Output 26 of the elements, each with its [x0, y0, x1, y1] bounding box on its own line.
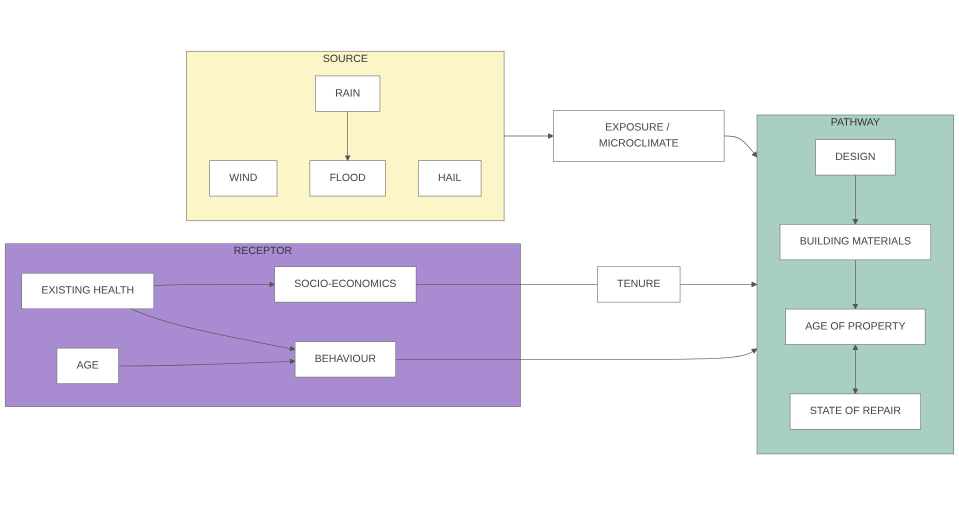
node-box: EXPOSURE / MICROCLIMATE	[553, 110, 724, 162]
arrow	[395, 348, 758, 360]
node-box: DESIGN	[815, 140, 896, 176]
arrow	[504, 134, 554, 140]
node-box: RAIN	[315, 76, 380, 112]
arrow	[118, 358, 296, 367]
node-box: HAIL	[418, 160, 482, 197]
node-box: BEHAVIOUR	[294, 342, 396, 378]
arrow	[852, 344, 858, 394]
arrow	[130, 308, 296, 352]
arrow	[344, 111, 351, 162]
arrow	[680, 282, 758, 288]
connector	[416, 284, 598, 286]
node-box: FLOOD	[310, 160, 386, 197]
node-box: TENURE	[597, 266, 680, 303]
node-box: EXISTING HEALTH	[21, 273, 154, 310]
arrow	[852, 175, 858, 225]
arrow	[153, 282, 275, 288]
node-box: SOCIO-ECONOMICS	[274, 266, 416, 303]
node-box: AGE OF PROPERTY	[785, 309, 926, 346]
node-box: AGE	[56, 348, 119, 384]
arrow	[852, 260, 858, 310]
node-box: WIND	[209, 160, 278, 197]
node-box: BUILDING MATERIALS	[780, 224, 932, 261]
arrow	[724, 136, 758, 158]
node-box: STATE OF REPAIR	[790, 394, 921, 430]
